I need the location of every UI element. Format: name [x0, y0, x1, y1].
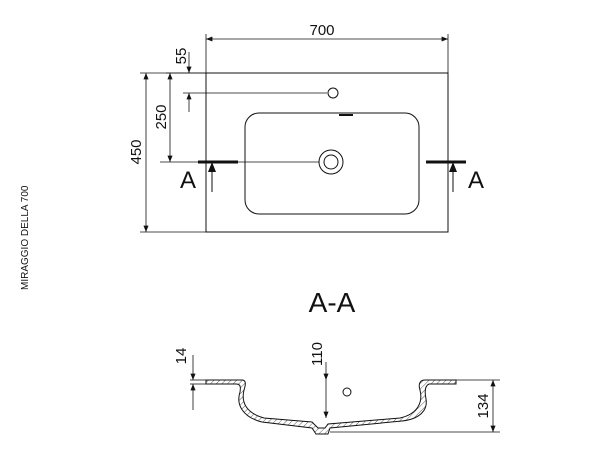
overflow-hole-icon [342, 387, 352, 397]
drain-depth-label: 110 [309, 342, 326, 366]
plan-outline [205, 72, 449, 233]
overflow-slot [339, 114, 353, 116]
rim-thickness-label: 14 [173, 348, 190, 365]
tap-hole-icon [327, 87, 339, 99]
total-height-label: 134 [475, 393, 492, 418]
plan-depth-label: 450 [128, 139, 145, 164]
drain-offset-label: 250 [153, 104, 170, 129]
section-mark-left: A [180, 167, 196, 194]
section-title: A-A [309, 287, 356, 318]
drain-outer-icon [318, 149, 344, 175]
plan-width-label: 700 [309, 22, 334, 39]
plan-view: 700 450 55 250 A A [128, 22, 484, 233]
model-side-label: MIRAGGIO DELLA 700 [20, 185, 31, 290]
tap-offset-label: 55 [173, 48, 190, 65]
basin-outline [244, 112, 420, 215]
drain-inner-icon [323, 154, 339, 170]
section-mark-right: A [468, 167, 484, 194]
section-view: 14 110 134 [173, 342, 500, 435]
section-profile [205, 379, 457, 435]
